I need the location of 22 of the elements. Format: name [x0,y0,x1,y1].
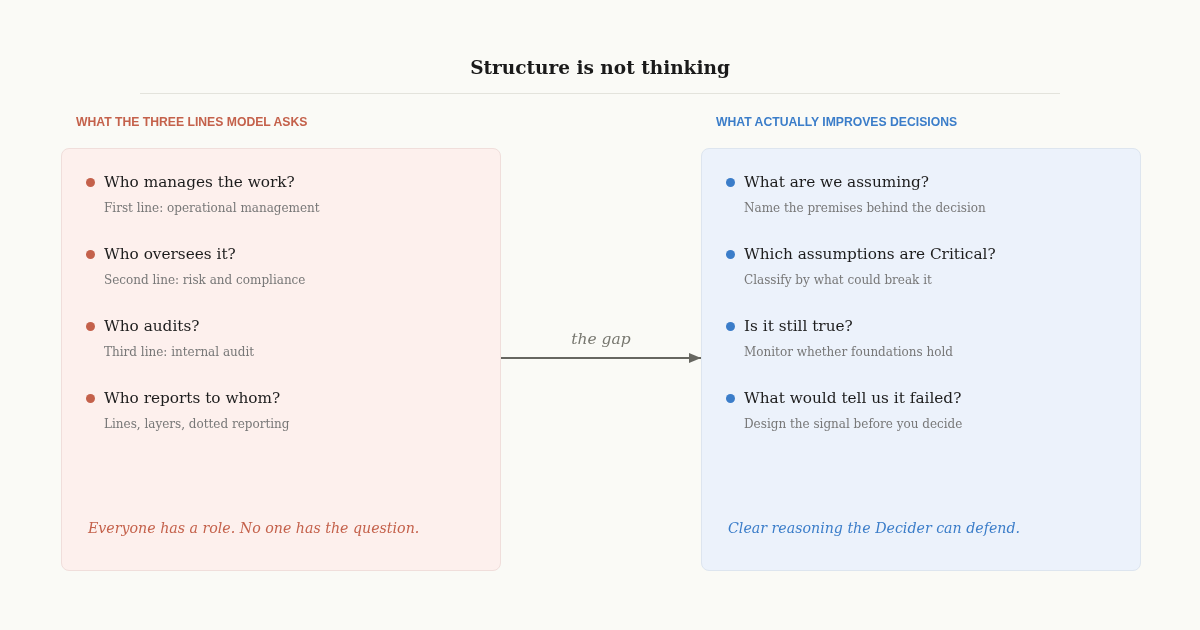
description-text: Lines, layers, dotted reporting [104,416,290,433]
question-text: Who audits? [104,316,200,336]
description-text: Monitor whether foundations hold [744,344,953,361]
footer-note: Clear reasoning the Decider can defend. [728,519,1021,538]
description-text: Third line: internal audit [104,344,255,361]
arrow [500,353,702,363]
description-text: Name the premises behind the decision [744,200,986,217]
question-text: Is it still true? [744,316,853,336]
question-text: What would tell us it failed? [744,388,962,408]
question-text: Who reports to whom? [104,388,281,408]
section-heading: WHAT THE THREE LINES MODEL ASKS [76,114,308,131]
question-text: Who manages the work? [104,172,295,192]
description-text: Second line: risk and compliance [104,272,306,289]
description-text: Design the signal before you decide [744,416,963,433]
question-text: Who oversees it? [104,244,236,264]
description-text: First line: operational management [104,200,320,217]
description-text: Classify by what could break it [744,272,932,289]
footer-note: Everyone has a role. No one has the question. [88,519,420,538]
question-text: Which assumptions are Critical? [744,244,996,264]
question-text: What are we assuming? [744,172,929,192]
section-heading: WHAT ACTUALLY IMPROVES DECISIONS [716,114,958,131]
title: Structure is not thinking [470,56,730,80]
